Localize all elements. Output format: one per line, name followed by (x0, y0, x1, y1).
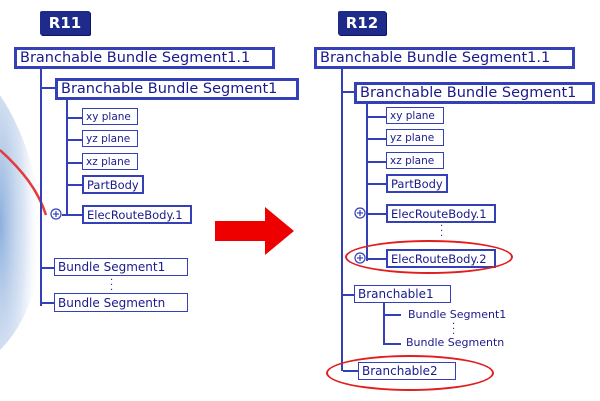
plus-expander-icon[interactable] (354, 252, 366, 264)
right-arrow-icon (215, 207, 294, 255)
tree-item-bundle-segment1[interactable]: Bundle Segment1 (408, 308, 507, 321)
tree-branch-line (366, 213, 386, 215)
tree-trunk-line (341, 69, 343, 371)
tree-item-branchable1[interactable]: Branchable1 (354, 285, 451, 303)
tree-subtrunk-line (366, 104, 368, 261)
tree-item-yz-plane[interactable]: yz plane (386, 129, 444, 146)
tree-root-node[interactable]: Branchable Bundle Segment1.1 (314, 47, 575, 69)
tree-item-xy-plane[interactable]: xy plane (82, 108, 138, 125)
tree-branch-line (62, 214, 82, 216)
tree-branch-line (366, 258, 386, 260)
tree-item-partbody[interactable]: PartBody (82, 175, 144, 194)
tree-item-bundle-segmentn[interactable]: Bundle Segmentn (54, 293, 188, 312)
tree-item-xz-plane[interactable]: xz plane (386, 152, 444, 169)
tree-branch-line (383, 343, 401, 345)
ellipsis-vertical: ··· (110, 275, 114, 296)
tree-branch-line (368, 161, 386, 163)
tree-subtrunk-line (66, 100, 68, 216)
tree-branch-line (68, 162, 82, 164)
tree-branch-line (343, 370, 359, 372)
version-label-r12: R12 (338, 11, 386, 35)
tree-item-elecroutebody-1[interactable]: ElecRouteBody.1 (82, 205, 192, 224)
ellipsis-vertical: ··· (452, 319, 456, 340)
tree-trunk-line (40, 69, 42, 306)
tree-branch-line (68, 184, 82, 186)
tree-item-yz-plane[interactable]: yz plane (82, 130, 138, 147)
tree-child-node[interactable]: Branchable Bundle Segment1 (55, 78, 299, 100)
tree-root-node[interactable]: Branchable Bundle Segment1.1 (14, 47, 275, 69)
tree-branch-line (368, 138, 386, 140)
tree-branch-line (68, 139, 82, 141)
tree-item-branchable2[interactable]: Branchable2 (358, 362, 456, 380)
tree-branch-line (383, 314, 401, 316)
tree-item-xz-plane[interactable]: xz plane (82, 153, 138, 170)
tree-item-bundle-segmentn[interactable]: Bundle Segmentn (406, 336, 505, 349)
tree-item-partbody[interactable]: PartBody (386, 174, 448, 193)
plus-expander-icon[interactable] (354, 207, 366, 219)
tree-branch-line (368, 183, 386, 185)
ellipsis-vertical: ··· (440, 221, 444, 242)
tree-branch-line (42, 302, 54, 304)
tree-branch-line (42, 267, 54, 269)
tree-item-elecroutebody-1[interactable]: ElecRouteBody.1 (386, 204, 496, 223)
tree-item-elecroutebody-2[interactable]: ElecRouteBody.2 (386, 249, 496, 268)
tree-item-bundle-segment1[interactable]: Bundle Segment1 (54, 258, 188, 276)
tree-branch-line (368, 116, 386, 118)
tree-child-node[interactable]: Branchable Bundle Segment1 (354, 82, 595, 104)
tree-subtrunk-line (383, 303, 385, 344)
version-label-r11: R11 (40, 11, 90, 35)
tree-item-xy-plane[interactable]: xy plane (386, 107, 444, 124)
tree-branch-line (343, 294, 355, 296)
tree-branch-line (68, 117, 82, 119)
plus-expander-icon[interactable] (50, 208, 62, 220)
tree-branch-line (42, 87, 56, 89)
tree-branch-line (343, 91, 355, 93)
